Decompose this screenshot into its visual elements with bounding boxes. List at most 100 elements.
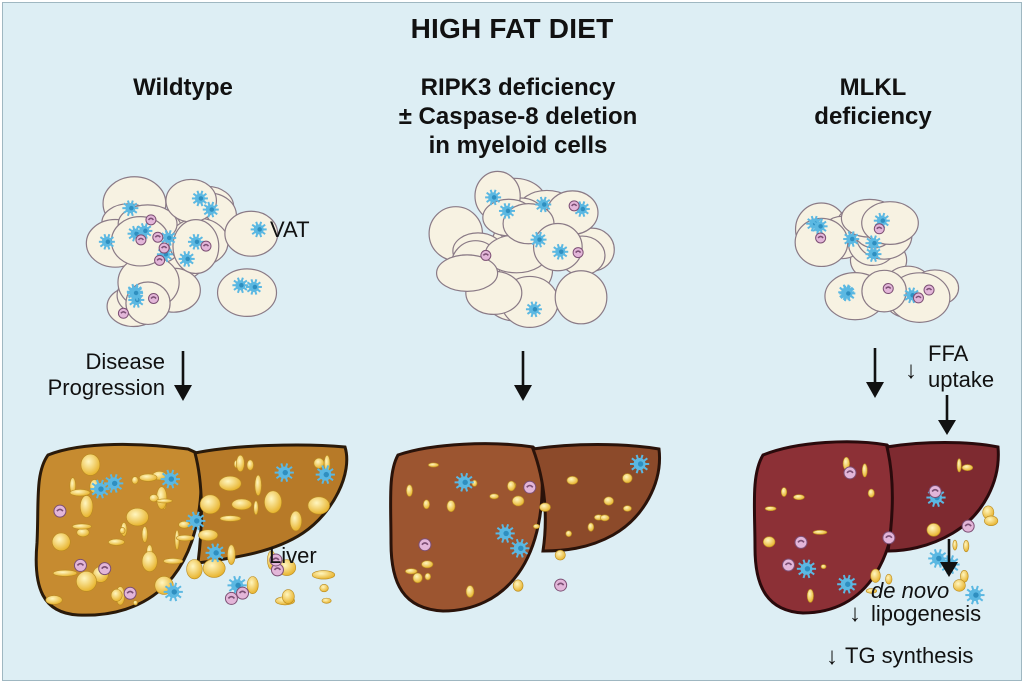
lipid-droplet (623, 505, 632, 512)
lipid-droplet (236, 454, 245, 472)
lipid-droplet (421, 560, 434, 569)
lipogenesis-label: lipogenesis (871, 601, 982, 626)
neutrophil-cell (882, 531, 896, 545)
lipid-droplet (131, 476, 139, 485)
lipid-droplet (489, 493, 499, 500)
label-line: uptake (928, 367, 995, 392)
lipid-droplet (80, 453, 101, 476)
macrophage-cell (274, 463, 294, 483)
lipid-droplet (321, 597, 332, 604)
macrophage-cell (495, 523, 515, 543)
neutrophil-cell (961, 519, 975, 533)
neutrophil-cell (224, 591, 238, 605)
macrophage-cell (315, 465, 335, 485)
lipid-droplet (264, 490, 282, 514)
neutrophil-cell (73, 558, 87, 572)
macrophage-cell (205, 543, 225, 563)
lipid-droplet (307, 496, 330, 515)
lipid-droplet (198, 529, 219, 541)
lipid-droplet (885, 573, 893, 585)
neutrophil-cell (843, 466, 857, 480)
lipid-droplet (254, 474, 262, 496)
macrophage-cell (232, 277, 249, 294)
macrophage-cell (191, 190, 208, 207)
vat-cluster-mlkl (794, 198, 960, 323)
macrophage-cell (525, 301, 542, 318)
lipid-droplet (319, 584, 329, 593)
column-header-line: ± Caspase-8 deletion (398, 103, 638, 130)
macrophage-cell (629, 454, 650, 474)
neutrophil-cell (148, 292, 160, 304)
macrophage-cell (186, 511, 206, 531)
lipid-droplet (405, 568, 418, 575)
lipid-droplet (963, 540, 970, 553)
lipid-droplet (622, 473, 633, 484)
lipid-droplet (45, 595, 63, 605)
lipid-droplet (446, 500, 456, 513)
adipocyte (861, 201, 919, 245)
macrophage-cell (160, 469, 180, 489)
neutrophil-cell (158, 242, 170, 254)
lipid-droplet (865, 588, 878, 594)
down-arrow-ffa: ↓ (905, 357, 917, 384)
neutrophil-cell (200, 240, 212, 252)
macrophage-cell (811, 218, 828, 235)
neutrophil-cell (572, 247, 584, 259)
macrophage-cell (903, 287, 920, 304)
macrophage-cell (136, 223, 153, 239)
macrophage-cell (837, 574, 857, 594)
lipid-droplet (762, 536, 776, 548)
neutrophil-cell (554, 578, 568, 592)
lipid-droplet (246, 576, 259, 594)
lipid-droplet (76, 570, 97, 592)
lipid-droplet (51, 532, 71, 552)
liver-mlkl (752, 440, 1000, 615)
neutrophil-cell (882, 283, 894, 295)
arrow-ripk3 (514, 351, 532, 401)
macrophage-cell (202, 201, 219, 218)
column-header-line: Wildtype (133, 74, 233, 101)
adipocyte (435, 254, 499, 292)
lipid-droplet (984, 515, 999, 527)
lipid-droplet (512, 579, 524, 592)
illustration-canvas (34, 170, 1000, 617)
lipid-droplet (119, 527, 126, 535)
lipid-droplet (163, 557, 184, 565)
lipid-droplet (202, 558, 226, 578)
macrophage-cell (160, 229, 177, 246)
lipid-droplet (566, 476, 579, 485)
macrophage-cell (98, 233, 115, 250)
lipid-droplet (126, 507, 149, 527)
neutrophil-cell (418, 538, 432, 552)
macrophage-cell (552, 243, 569, 260)
neutrophil-cell (928, 485, 942, 499)
lipid-droplet (79, 495, 94, 518)
lipid-droplet (812, 529, 828, 535)
lipid-droplet (149, 494, 159, 503)
lipid-droplet (512, 495, 525, 507)
neutrophil-cell (145, 214, 157, 226)
lipid-droplet (428, 462, 439, 468)
lipid-droplet (961, 464, 974, 471)
lipid-droplet (870, 568, 881, 583)
macrophage-cell (535, 196, 552, 213)
macrophage-cell (839, 285, 856, 302)
neutrophil-cell (123, 586, 137, 600)
lipid-droplet (227, 544, 236, 565)
macrophage-cell (127, 285, 144, 301)
macrophage-cell (104, 473, 124, 493)
lipid-droplet (141, 551, 158, 572)
arrow-denovo (940, 539, 958, 577)
lipid-droplet (246, 459, 254, 471)
vat-cluster-ripk3 (428, 170, 615, 328)
neutrophil-cell (135, 234, 147, 246)
neutrophil-cell (794, 535, 808, 549)
neutrophil-cell (53, 504, 67, 518)
neutrophil-cell (480, 249, 492, 261)
lipid-droplet (110, 588, 123, 602)
neutrophil-cell (152, 231, 164, 243)
macrophage-cell (843, 231, 860, 247)
liver-label: Liver (269, 543, 317, 568)
lipid-droplet (956, 458, 962, 473)
arrow-ffa (938, 395, 956, 435)
